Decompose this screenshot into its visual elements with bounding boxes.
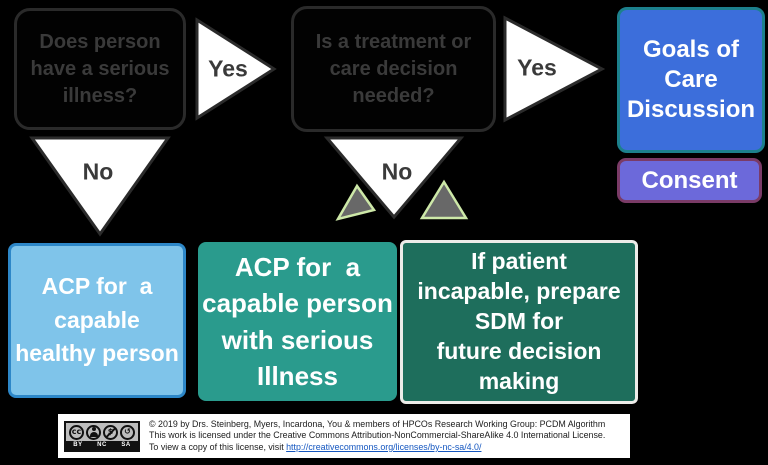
no-label-2: No	[381, 158, 413, 185]
sdm-preparation-box: If patient incapable, prepare SDM for fu…	[400, 240, 638, 404]
by-person-icon	[86, 424, 101, 440]
yes-label-2: Yes	[517, 54, 557, 81]
license-bar: cc $ ↺ BY NC SA © 2019 by Drs. Steinberg…	[58, 414, 630, 458]
yes-label-1: Yes	[208, 55, 248, 82]
by-label: BY	[73, 442, 83, 448]
no-label-1: No	[82, 158, 114, 185]
nc-dollar-icon: $	[103, 424, 118, 440]
cc-badge-icons: cc $ ↺	[66, 423, 138, 441]
license-line-copyright: © 2019 by Drs. Steinberg, Myers, Incardo…	[149, 418, 606, 429]
small-arrowhead-left-icon	[335, 183, 377, 221]
license-line-link: To view a copy of this license, visit ht…	[149, 442, 605, 454]
license-link[interactable]: http://creativecommons.org/licenses/by-n…	[286, 441, 482, 452]
cc-by-nc-sa-badge: cc $ ↺ BY NC SA	[64, 420, 140, 452]
question-serious-illness: Does person have a serious illness?	[14, 8, 186, 130]
sa-arrow-icon: ↺	[120, 424, 135, 440]
license-link-prefix: To view a copy of this license, visit	[149, 441, 287, 452]
no-arrow-2	[323, 136, 465, 220]
sa-label: SA	[121, 442, 131, 448]
cc-icon: cc	[69, 424, 84, 440]
license-line-terms: This work is licensed under the Creative…	[149, 430, 606, 441]
goals-of-care-box: Goals of Care Discussion	[617, 7, 765, 153]
license-text: © 2019 by Drs. Steinberg, Myers, Incardo…	[149, 419, 605, 454]
cc-badge-labels: BY NC SA	[66, 440, 138, 450]
small-arrowhead-right-icon	[419, 179, 469, 220]
no-arrow-1	[29, 136, 171, 237]
acp-healthy-person-box: ACP for a capable healthy person	[8, 243, 186, 398]
consent-box: Consent	[617, 158, 762, 203]
nc-label: NC	[97, 442, 107, 448]
question-treatment-decision: Is a treatment or care decision needed?	[291, 6, 496, 132]
acp-serious-illness-box: ACP for a capable person with serious Il…	[198, 242, 397, 401]
yes-arrow-1	[195, 17, 277, 121]
yes-arrow-2	[503, 15, 606, 123]
